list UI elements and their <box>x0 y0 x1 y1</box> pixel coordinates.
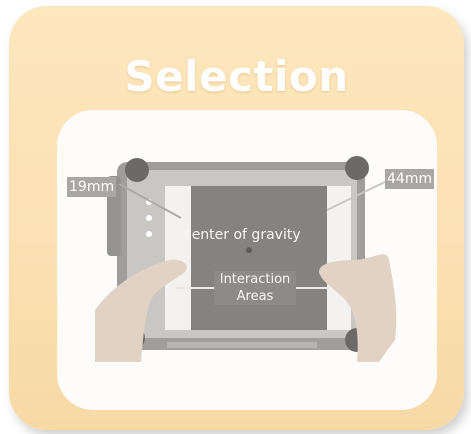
right-pointer-line <box>326 179 390 211</box>
right-hand <box>319 254 397 362</box>
card-title: Selection <box>124 52 349 101</box>
interaction-label-line2: Areas <box>236 289 274 304</box>
center-of-gravity-label: center of gravity <box>184 227 301 243</box>
tablet-image <box>57 110 437 410</box>
bumper-top-right <box>345 156 369 180</box>
side-button <box>146 231 152 237</box>
interaction-label-line1: Interaction <box>219 272 291 287</box>
selection-card: Selection <box>9 6 464 430</box>
side-button <box>146 215 152 221</box>
right-interaction-area <box>327 186 351 330</box>
center-dot-icon <box>246 247 252 253</box>
fade-overlay <box>57 110 437 410</box>
bumper-top-left <box>125 158 149 182</box>
left-margin-label: 19mm <box>67 177 117 197</box>
tablet-bottom-bar <box>167 342 317 348</box>
right-margin-label: 44mm <box>385 169 435 189</box>
tablet-screen <box>191 186 327 330</box>
interaction-areas-label: Interaction Areas <box>214 271 296 305</box>
left-pointer-line <box>118 183 182 219</box>
left-hand <box>95 259 187 362</box>
illustration-panel: 19mm 44mm center of gravity Interaction … <box>57 110 437 410</box>
left-interaction-area <box>165 186 191 330</box>
